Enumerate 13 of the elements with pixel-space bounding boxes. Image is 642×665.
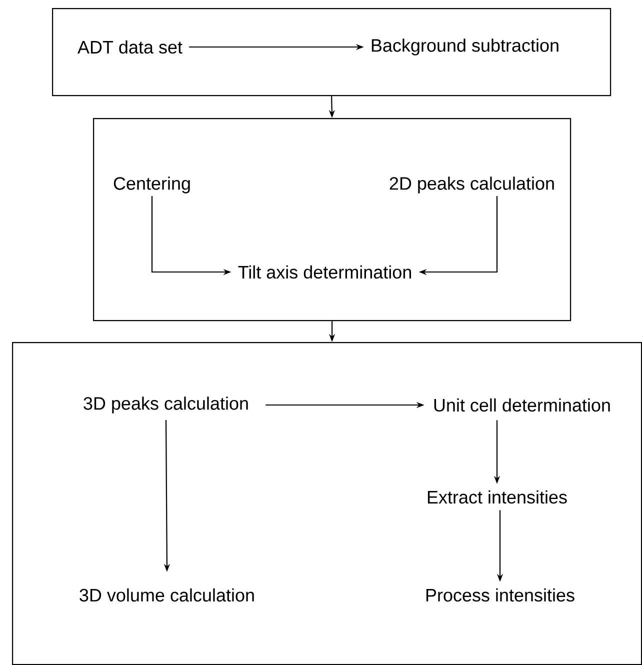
process-box [93,118,572,322]
step-label: 2D peaks calculation [390,176,554,194]
step-label: ADT data set [78,40,182,54]
step-label: 3D volume calculation [80,588,254,602]
process-box [52,8,612,96]
step-label: Tilt axis determination [238,265,411,279]
step-label: Process intensities [426,588,574,602]
process-box [12,342,642,665]
step-label: 3D peaks calculation [84,396,248,414]
step-label: Background subtraction [372,38,558,56]
step-label: Extract intensities [428,490,567,504]
step-label: Unit cell determination [434,398,610,412]
step-label: Centering [114,176,190,194]
